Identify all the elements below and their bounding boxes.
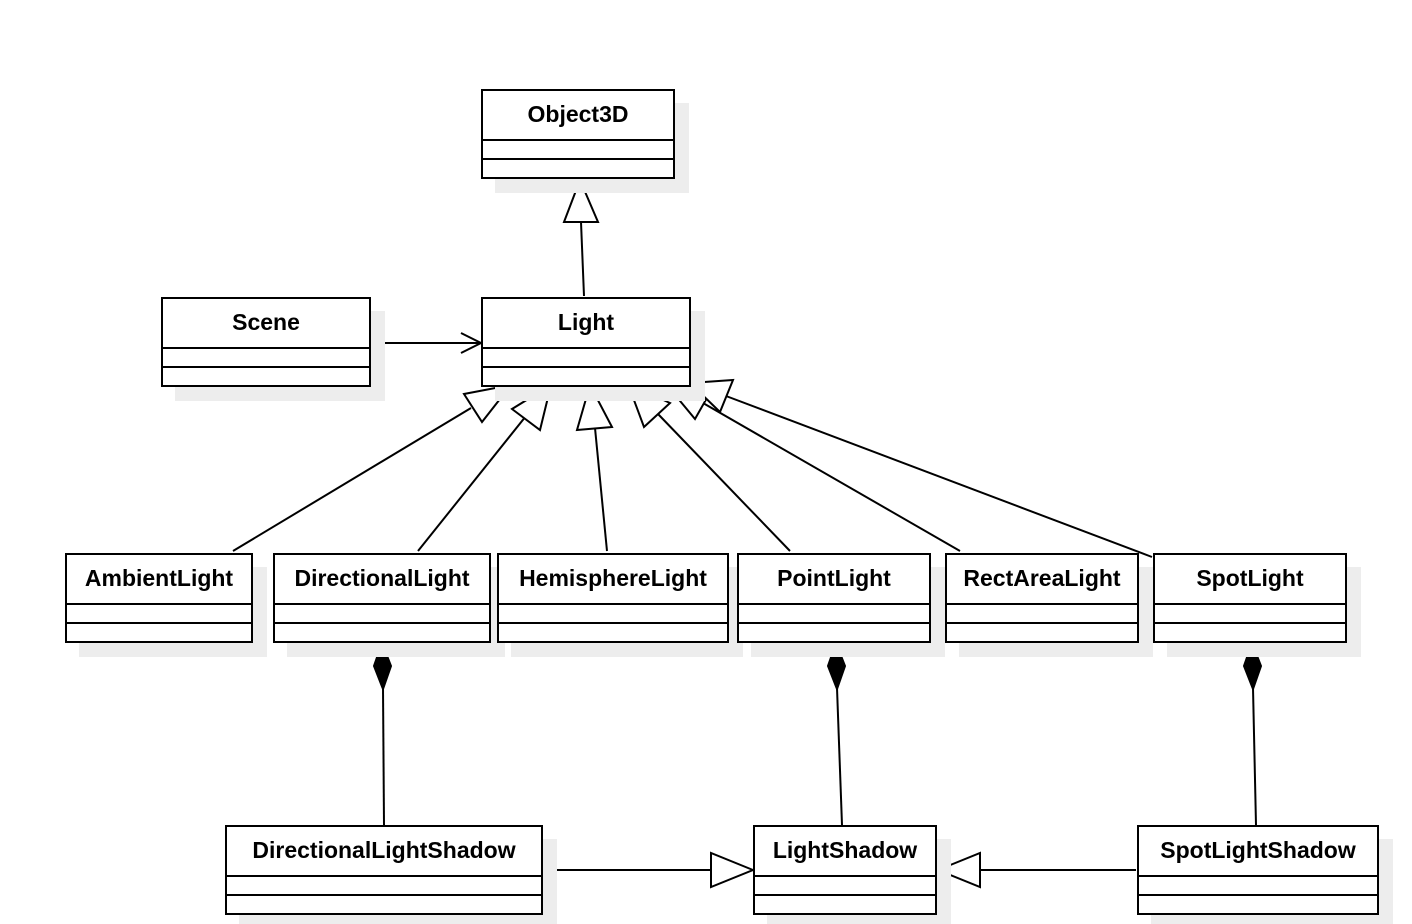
generalization-arrowhead [935, 851, 981, 889]
class-name: RectAreaLight [963, 564, 1121, 591]
class-name: AmbientLight [84, 564, 234, 591]
edge-hemispherelight-light [594, 427, 608, 552]
class-spotlightshadow: SpotLightShadow [1137, 825, 1393, 924]
class-hemispherelight: HemisphereLight [497, 553, 743, 657]
class-object3d: Object3D [481, 89, 689, 193]
attributes-divider [161, 347, 371, 349]
operations-divider [497, 622, 729, 624]
class-name: Light [557, 308, 615, 335]
generalization-arrowhead [562, 177, 600, 223]
attributes-divider [737, 603, 931, 605]
attributes-divider [1137, 875, 1379, 877]
class-name: LightShadow [772, 836, 918, 863]
class-rectarealight: RectAreaLight [945, 553, 1153, 657]
edge-spotlight-light [725, 395, 1153, 558]
operations-divider [481, 158, 675, 160]
attributes-divider [1153, 603, 1347, 605]
class-name: HemisphereLight [519, 564, 707, 591]
edge-directionallight-directionallightshadow [382, 687, 385, 826]
class-lightshadow: LightShadow [753, 825, 951, 924]
edge-rectarealight-light [702, 402, 961, 552]
class-name: PointLight [777, 564, 891, 591]
generalization-arrowhead [710, 851, 756, 889]
class-name: Scene [232, 308, 300, 335]
operations-divider [753, 894, 937, 896]
class-name: DirectionalLight [294, 564, 470, 591]
class-pointlight: PointLight [737, 553, 945, 657]
attributes-divider [497, 603, 729, 605]
class-directionallight: DirectionalLight [273, 553, 505, 657]
class-name: SpotLight [1196, 564, 1304, 591]
class-name: Object3D [527, 100, 629, 127]
class-ambientlight: AmbientLight [65, 553, 267, 657]
edge-light-object3d [580, 221, 585, 297]
attributes-divider [273, 603, 491, 605]
class-light: Light [481, 297, 705, 401]
attributes-divider [481, 347, 691, 349]
operations-divider [225, 894, 543, 896]
class-spotlight: SpotLight [1153, 553, 1361, 657]
generalization-arrowhead [575, 382, 614, 432]
operations-divider [945, 622, 1139, 624]
operations-divider [273, 622, 491, 624]
operations-divider [481, 366, 691, 368]
operations-divider [65, 622, 253, 624]
edge-ambientlight-light [232, 407, 472, 552]
edge-spotlight-spotlightshadow [1252, 687, 1257, 826]
attributes-divider [945, 603, 1139, 605]
class-scene: Scene [161, 297, 385, 401]
attributes-divider [225, 875, 543, 877]
edge-pointlight-light [657, 413, 791, 552]
attributes-divider [65, 603, 253, 605]
operations-divider [161, 366, 371, 368]
edge-pointlight-lightshadow [836, 687, 843, 826]
operations-divider [1137, 894, 1379, 896]
class-name: DirectionalLightShadow [252, 836, 516, 863]
class-name: SpotLightShadow [1160, 836, 1356, 863]
class-directionallightshadow: DirectionalLightShadow [225, 825, 557, 924]
operations-divider [737, 622, 931, 624]
attributes-divider [753, 875, 937, 877]
edge-directionallight-light [417, 415, 527, 552]
attributes-divider [481, 139, 675, 141]
operations-divider [1153, 622, 1347, 624]
